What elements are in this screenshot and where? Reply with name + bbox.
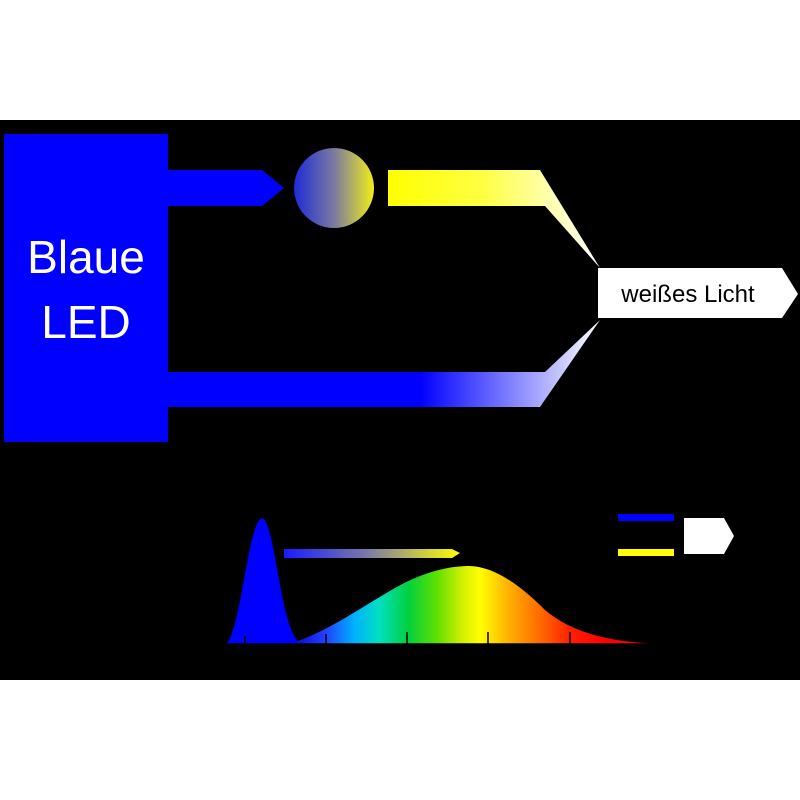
- blue-light-path: [168, 320, 600, 407]
- phosphor-circle-icon: [294, 148, 374, 228]
- blue-led-emission-peak: [225, 518, 300, 644]
- blue-led-block: [4, 134, 168, 442]
- legend-yellow-bar: [618, 549, 674, 556]
- conversion-arrow: [284, 549, 460, 558]
- yellow-light-path: [388, 170, 600, 268]
- led-label-line1: Blaue: [27, 231, 145, 283]
- blue-input-arrow: [168, 170, 284, 206]
- legend-blue-bar: [618, 514, 674, 521]
- led-label-line2: LED: [41, 296, 130, 348]
- white-light-arrow-icon: [598, 268, 798, 318]
- output-label: weißes Licht: [620, 281, 755, 308]
- legend-white-arrow-icon: [684, 518, 734, 554]
- phosphor-emission-spectrum: [295, 566, 660, 644]
